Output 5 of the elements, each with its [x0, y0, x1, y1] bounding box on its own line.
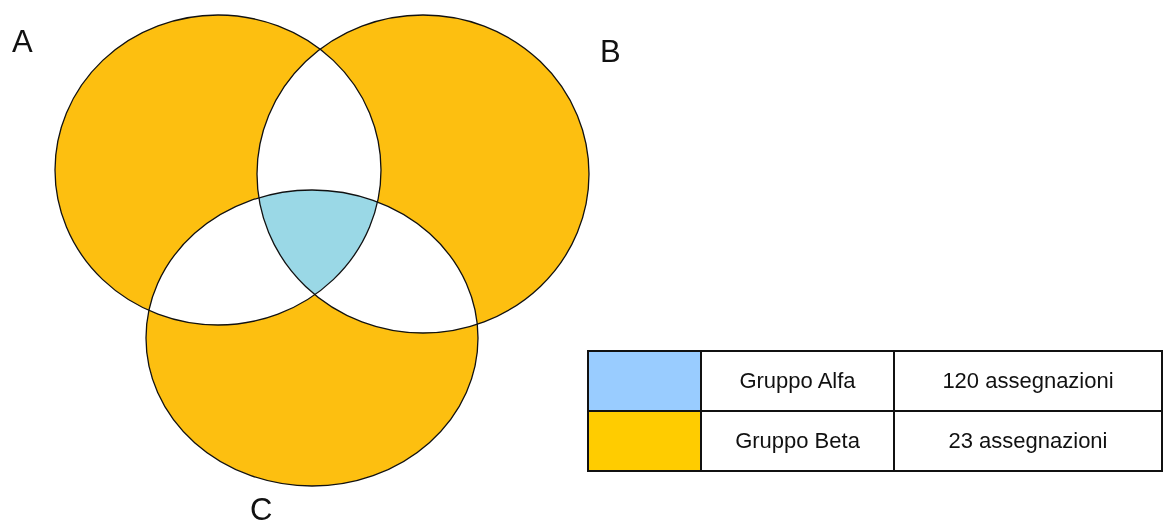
set-label: B — [600, 36, 621, 67]
assignment-count-cell: 120 assegnazioni — [893, 350, 1163, 412]
assignment-count-cell: 23 assegnazioni — [893, 410, 1163, 472]
set-label: C — [250, 494, 273, 522]
set-label: A — [12, 26, 33, 57]
